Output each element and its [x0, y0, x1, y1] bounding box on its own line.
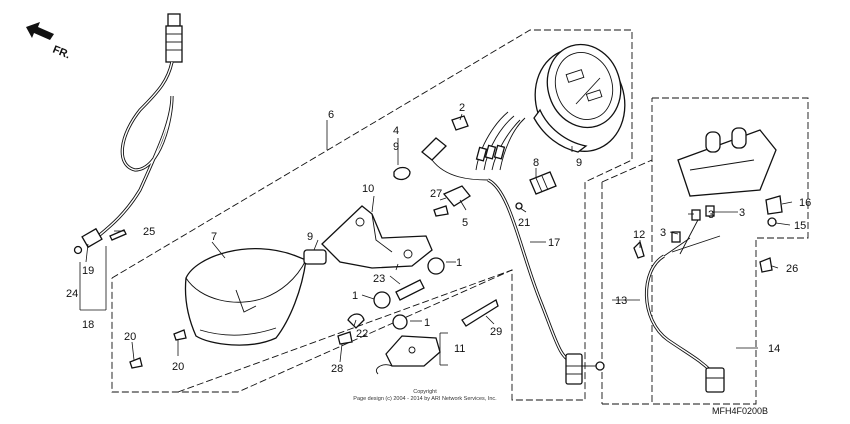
- callout-3b: 3: [708, 209, 714, 221]
- front-direction-label: FR.: [51, 44, 72, 62]
- knob-screw: [515, 202, 523, 210]
- meter-assembly-outline: [111, 29, 633, 401]
- callout-2: 2: [459, 102, 465, 114]
- sub-harness: [644, 205, 725, 393]
- sub-bracket: [376, 335, 441, 375]
- callout-8: 8: [533, 157, 539, 169]
- callout-28: 28: [331, 363, 343, 375]
- clamp: [442, 185, 471, 207]
- callout-16: 16: [799, 197, 811, 209]
- screw-26: [759, 257, 773, 273]
- grommet-16: [765, 195, 783, 215]
- callout-7: 7: [211, 231, 217, 243]
- callout-4: 4: [393, 125, 399, 137]
- bulb-socket: [421, 137, 489, 181]
- callout-5: 5: [462, 217, 468, 229]
- screw-a: [129, 357, 143, 369]
- callout-27: 27: [430, 188, 442, 200]
- harness-inner-outline: [601, 159, 653, 183]
- cable-washer: [73, 245, 83, 255]
- speedometer-cable: [81, 13, 183, 249]
- screw-c: [337, 331, 353, 345]
- collar-15: [767, 217, 777, 227]
- callout-20b: 20: [172, 361, 184, 373]
- reset-knob: [529, 171, 557, 195]
- callout-14: 14: [768, 343, 780, 355]
- grommet-c: [392, 314, 408, 330]
- callout-9b: 9: [307, 231, 313, 243]
- callout-9a: 9: [393, 141, 399, 153]
- callout-10: 10: [362, 183, 374, 195]
- callout-26: 26: [786, 263, 798, 275]
- meter-wiring: [475, 111, 605, 385]
- meter-case: [184, 248, 307, 346]
- callout-6: 6: [328, 109, 334, 121]
- front-direction-arrow-icon: [26, 22, 54, 40]
- callout-1b: 1: [352, 290, 358, 302]
- callout-23: 23: [373, 273, 385, 285]
- callout-22: 22: [356, 328, 368, 340]
- callout-20a: 20: [124, 331, 136, 343]
- bulb-clip: [451, 115, 469, 131]
- callout-11: 11: [454, 343, 465, 355]
- callout-18: 18: [82, 319, 94, 331]
- clip-12: [633, 240, 645, 259]
- callout-21: 21: [518, 217, 530, 229]
- callout-3c: 3: [660, 227, 666, 239]
- grommet: [393, 166, 411, 181]
- grommet-a: [427, 257, 445, 275]
- callout-3a: 3: [739, 207, 745, 219]
- callout-13: 13: [615, 295, 627, 307]
- leader-lines: [79, 113, 793, 366]
- callout-19: 19: [82, 265, 94, 277]
- cable-screw: [109, 229, 127, 241]
- long-bolt: [461, 299, 499, 327]
- collar: [395, 279, 425, 301]
- callout-1c: 1: [424, 317, 430, 329]
- callout-1a: 1: [456, 257, 462, 269]
- clamp-bolt: [433, 205, 449, 217]
- speedometer-unit: [533, 43, 626, 153]
- grommet-b: [373, 291, 391, 309]
- callout-9c: 9: [576, 157, 582, 169]
- harness-assembly-outline: [651, 97, 809, 405]
- meter-case-outline: [177, 269, 513, 393]
- callout-12: 12: [633, 229, 645, 241]
- callout-17: 17: [548, 237, 560, 249]
- switch-housing: [677, 127, 777, 197]
- copyright-line-1: Copyright: [413, 389, 437, 395]
- callout-25: 25: [143, 226, 155, 238]
- callout-24: 24: [66, 288, 78, 300]
- screw-b: [173, 329, 187, 341]
- rubber-mount: [303, 249, 327, 265]
- meter-bracket: [321, 205, 433, 269]
- copyright-line-2: Page design (c) 2004 - 2014 by ARI Netwo…: [353, 396, 497, 402]
- diagram-code: MFH4F0200B: [712, 406, 768, 416]
- callout-29: 29: [490, 326, 502, 338]
- callout-15: 15: [794, 220, 806, 232]
